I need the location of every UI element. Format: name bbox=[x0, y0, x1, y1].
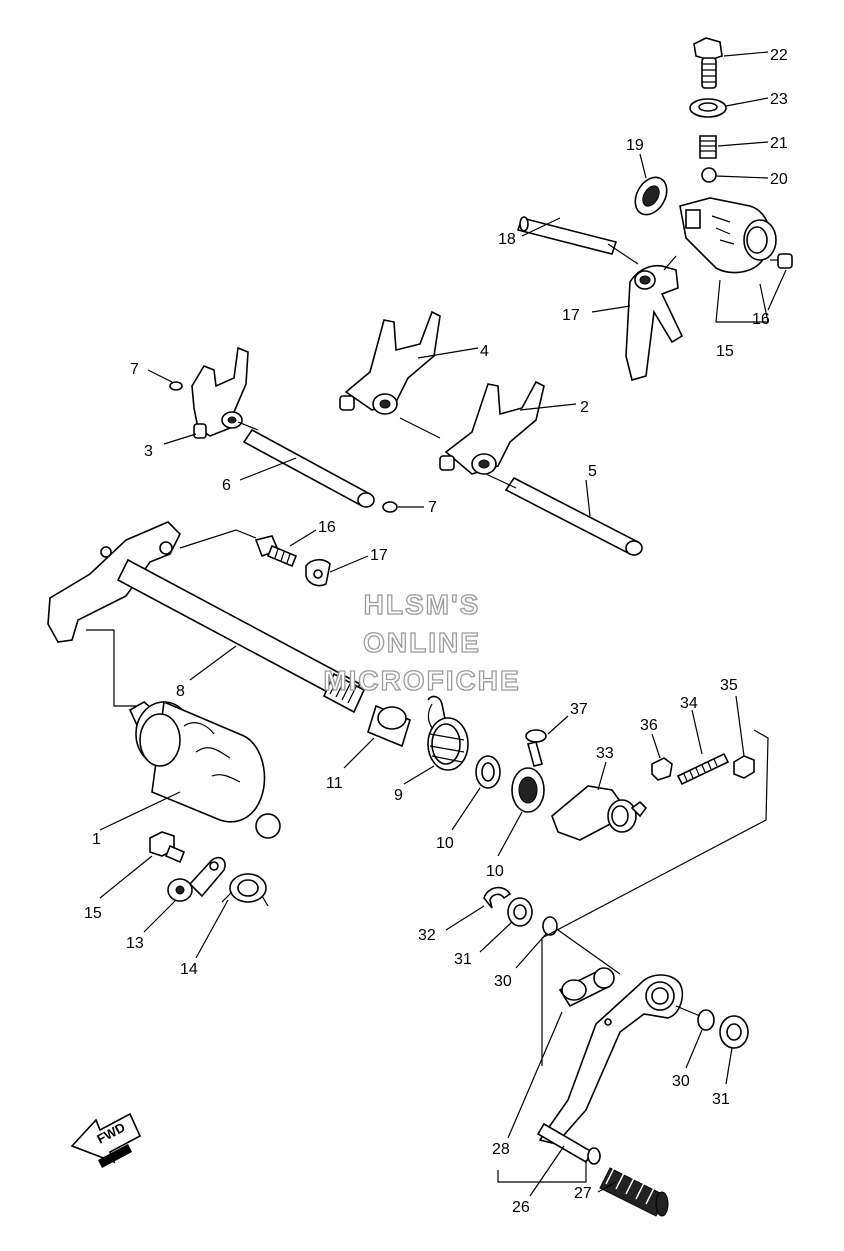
callout-5: 5 bbox=[588, 463, 597, 480]
part-24-spring bbox=[699, 135, 717, 159]
callout-18: 15 bbox=[716, 343, 734, 360]
part-31-washer-lower bbox=[719, 1015, 749, 1049]
callout-7-lower: 7 bbox=[428, 499, 437, 516]
part-30-o-ring-upper bbox=[542, 916, 558, 936]
forward-arrow-icon: FWD bbox=[70, 1112, 142, 1168]
part-8-shift-shaft bbox=[47, 521, 366, 714]
part-16-stopper-bolt bbox=[254, 535, 298, 568]
part-5-guide-bar bbox=[504, 476, 643, 556]
callout-20: 17 bbox=[562, 307, 580, 324]
callout-25: 22 bbox=[770, 47, 788, 64]
part-14-torsion-spring bbox=[221, 873, 269, 907]
part-25-bolt bbox=[693, 37, 723, 89]
callout-29: 28 bbox=[492, 1141, 510, 1158]
callout-12: 11 bbox=[326, 775, 343, 792]
callout-26: 23 bbox=[770, 91, 788, 108]
part-17-lock-washer bbox=[305, 558, 331, 587]
part-18-shift-lever-assy bbox=[679, 197, 777, 274]
part-21-guide-bar bbox=[516, 216, 618, 255]
callout-3: 3 bbox=[144, 443, 153, 460]
callout-21: 18 bbox=[498, 231, 516, 248]
callout-31-lower: 31 bbox=[712, 1091, 730, 1108]
callout-11: 10 bbox=[436, 835, 454, 852]
callout-7-upper: 7 bbox=[130, 361, 139, 378]
callout-33: 33 bbox=[596, 745, 614, 762]
part-11-washer bbox=[475, 755, 501, 789]
callout-35: 35 bbox=[720, 677, 738, 694]
part-6-guide-bar bbox=[242, 428, 375, 508]
callout-17: 17 bbox=[370, 547, 388, 564]
watermark-line-1: HLSM'S bbox=[364, 589, 481, 620]
part-1-shift-drum bbox=[128, 700, 281, 839]
part-30-o-ring-lower bbox=[697, 1009, 715, 1031]
callout-34: 34 bbox=[680, 695, 698, 712]
callout-30-upper: 30 bbox=[494, 973, 512, 990]
part-3-shift-fork bbox=[191, 346, 249, 439]
part-34-adjusting-rod bbox=[676, 752, 730, 786]
part-7-circlip-lower bbox=[382, 501, 398, 513]
watermark: HLSM'S ONLINE MICROFICHE bbox=[323, 588, 520, 696]
part-10-oil-seal bbox=[511, 767, 545, 813]
callout-labels: 22 23 21 20 19 16 15 17 18 4 2 7 3 6 7 5… bbox=[84, 47, 788, 1216]
leader-lines bbox=[99, 51, 787, 1197]
callout-16: 16 bbox=[318, 519, 336, 536]
watermark-line-3: MICROFICHE bbox=[323, 665, 520, 696]
callout-19: 16 bbox=[752, 311, 770, 328]
part-12-collar bbox=[367, 704, 411, 748]
callout-13: 13 bbox=[126, 935, 144, 952]
callout-14: 14 bbox=[180, 961, 198, 978]
part-9-shaft-spring bbox=[427, 695, 469, 771]
callout-8: 8 bbox=[176, 683, 185, 700]
part-2-shift-fork bbox=[439, 380, 545, 475]
part-23-ball bbox=[701, 167, 717, 183]
callout-36: 36 bbox=[640, 717, 658, 734]
part-13-stopper-lever bbox=[167, 856, 226, 902]
part-36-nut bbox=[651, 757, 673, 781]
part-37-bolt bbox=[525, 729, 547, 767]
callout-24: 21 bbox=[770, 135, 788, 152]
callout-37: 37 bbox=[570, 701, 588, 718]
part-20-shift-fork bbox=[625, 264, 684, 381]
part-31-washer-upper bbox=[507, 897, 533, 927]
callout-22: 19 bbox=[626, 137, 644, 154]
part-35-nut bbox=[733, 755, 755, 779]
callout-9: 9 bbox=[394, 787, 403, 804]
part-19-pin bbox=[770, 253, 793, 269]
callout-4: 4 bbox=[480, 343, 489, 360]
callout-28: 27 bbox=[574, 1185, 592, 1202]
part-4-shift-fork bbox=[339, 310, 441, 415]
part-33-shift-arm bbox=[551, 785, 648, 841]
part-27-shift-pedal bbox=[536, 974, 684, 1165]
assembly-lines bbox=[86, 243, 769, 1183]
callout-32: 32 bbox=[418, 927, 436, 944]
callout-27: 26 bbox=[512, 1199, 530, 1216]
callout-15: 15 bbox=[84, 905, 102, 922]
part-15-bolt bbox=[149, 831, 186, 864]
part-26-gasket bbox=[689, 98, 727, 118]
part-28-pedal-rubber bbox=[599, 1163, 669, 1217]
callout-10: 10 bbox=[486, 863, 504, 880]
callout-6: 6 bbox=[222, 477, 231, 494]
part-32-circlip bbox=[483, 886, 512, 909]
callout-30-lower: 30 bbox=[672, 1073, 690, 1090]
callout-2: 2 bbox=[580, 399, 589, 416]
callout-1: 1 bbox=[92, 831, 101, 848]
watermark-line-2: ONLINE bbox=[363, 627, 481, 658]
part-29-pivot-bolt bbox=[558, 967, 615, 1008]
callout-23: 20 bbox=[770, 171, 788, 188]
part-7-circlip-upper bbox=[169, 381, 183, 391]
callout-31-upper: 31 bbox=[454, 951, 472, 968]
part-22-oil-seal bbox=[634, 176, 668, 216]
